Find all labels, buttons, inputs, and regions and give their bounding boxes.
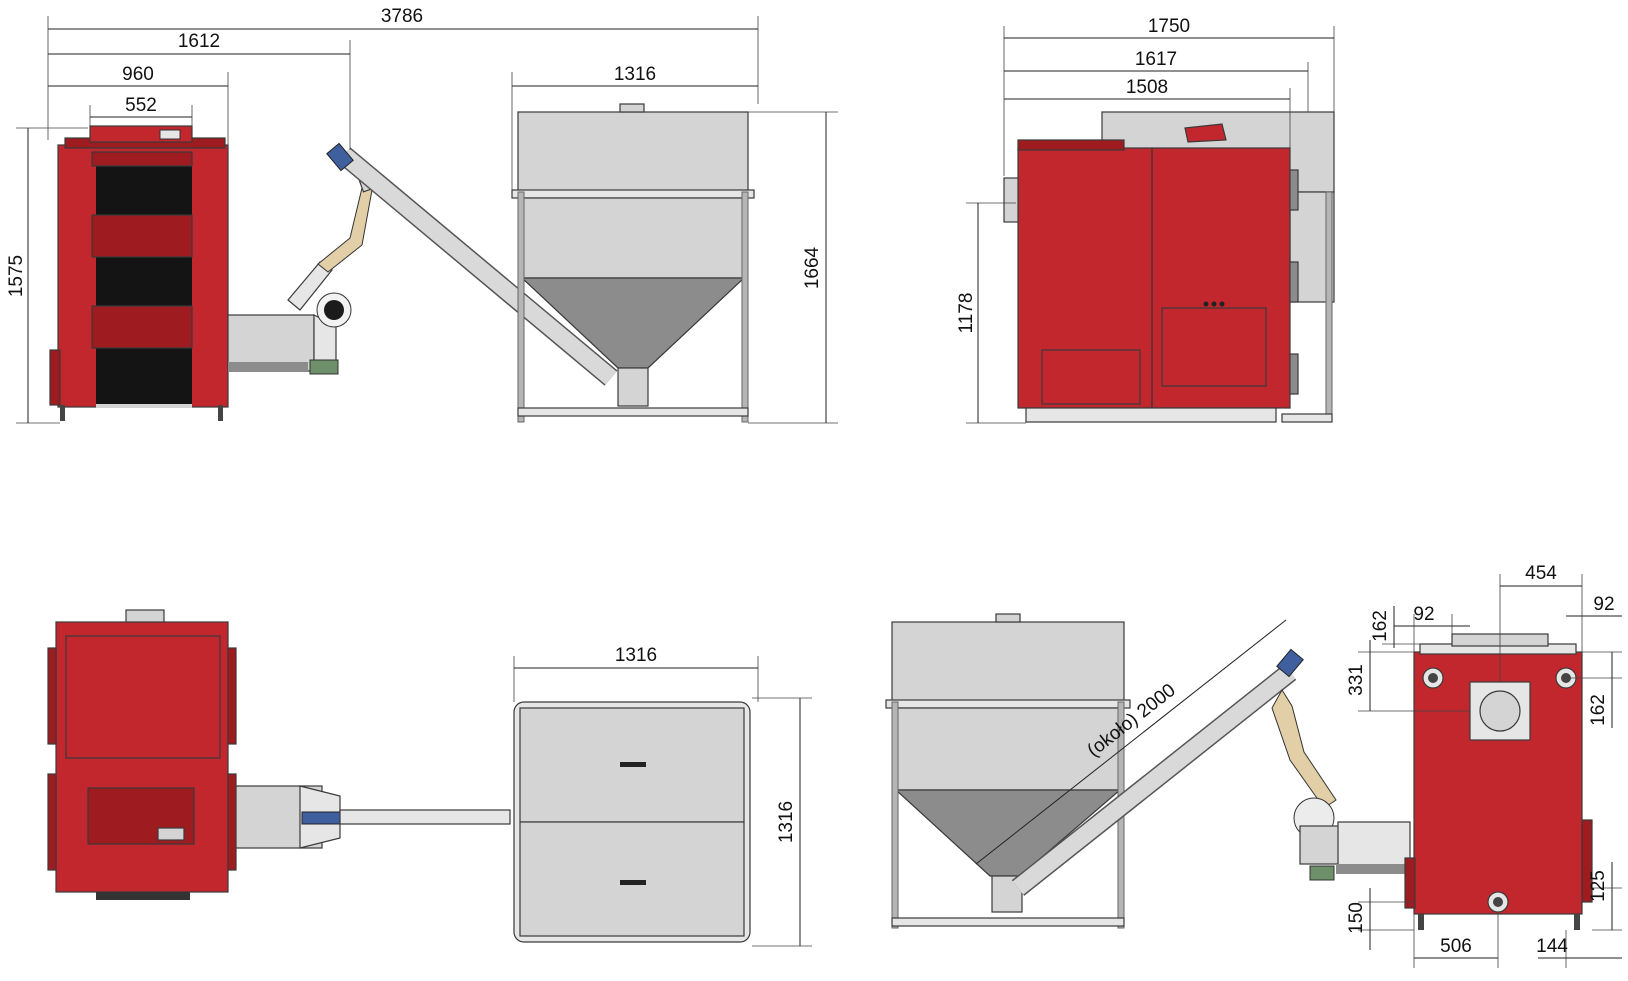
dim-162-left: 162 xyxy=(1370,610,1391,642)
front-feeder xyxy=(287,142,618,386)
dim-3786: 3786 xyxy=(381,6,423,27)
side-dimensions: 1750 1617 1508 1178 xyxy=(956,16,1335,424)
rear-burner xyxy=(1293,797,1411,881)
dim-1575: 1575 xyxy=(6,255,27,297)
dim-92-right: 92 xyxy=(1593,594,1614,615)
top-burner-auger xyxy=(235,785,511,849)
dim-1178: 1178 xyxy=(956,293,977,334)
front-dimensions: 3786 1612 960 552 1316 1575 1664 xyxy=(6,6,838,424)
top-hopper xyxy=(513,701,751,943)
dim-506: 506 xyxy=(1440,936,1472,957)
dim-1316-top-width: 1316 xyxy=(615,645,657,666)
front-view: 3786 1612 960 552 1316 1575 1664 xyxy=(6,6,838,424)
rear-feeder xyxy=(1011,648,1337,896)
dim-1316-front: 1316 xyxy=(614,64,656,85)
rear-boiler xyxy=(1404,633,1593,930)
rear-view: (około) 2000 454 92 92 162 331 xyxy=(885,563,1622,968)
side-view: 1750 1617 1508 1178 xyxy=(956,16,1335,424)
dim-1612: 1612 xyxy=(178,31,220,52)
dim-1750: 1750 xyxy=(1148,16,1190,37)
dim-1508: 1508 xyxy=(1126,77,1168,98)
dim-150: 150 xyxy=(1346,902,1367,934)
rear-hopper xyxy=(885,613,1131,929)
dim-1316-top-depth: 1316 xyxy=(776,801,797,843)
top-view: 1316 1316 xyxy=(47,609,812,947)
side-boiler xyxy=(1003,123,1299,423)
dim-454: 454 xyxy=(1525,563,1557,584)
top-dimensions: 1316 1316 xyxy=(513,645,812,947)
dim-960: 960 xyxy=(122,64,154,85)
dim-331: 331 xyxy=(1346,664,1367,696)
dim-1664: 1664 xyxy=(802,246,823,289)
front-boiler xyxy=(49,125,229,421)
top-boiler xyxy=(47,609,237,900)
dim-552: 552 xyxy=(125,95,157,116)
dim-162-right: 162 xyxy=(1588,694,1609,726)
front-hopper xyxy=(511,103,755,423)
dim-92-left: 92 xyxy=(1413,604,1434,625)
front-burner xyxy=(227,292,352,375)
dim-1617: 1617 xyxy=(1135,49,1177,70)
dim-125: 125 xyxy=(1588,870,1609,902)
dim-144: 144 xyxy=(1536,936,1568,957)
